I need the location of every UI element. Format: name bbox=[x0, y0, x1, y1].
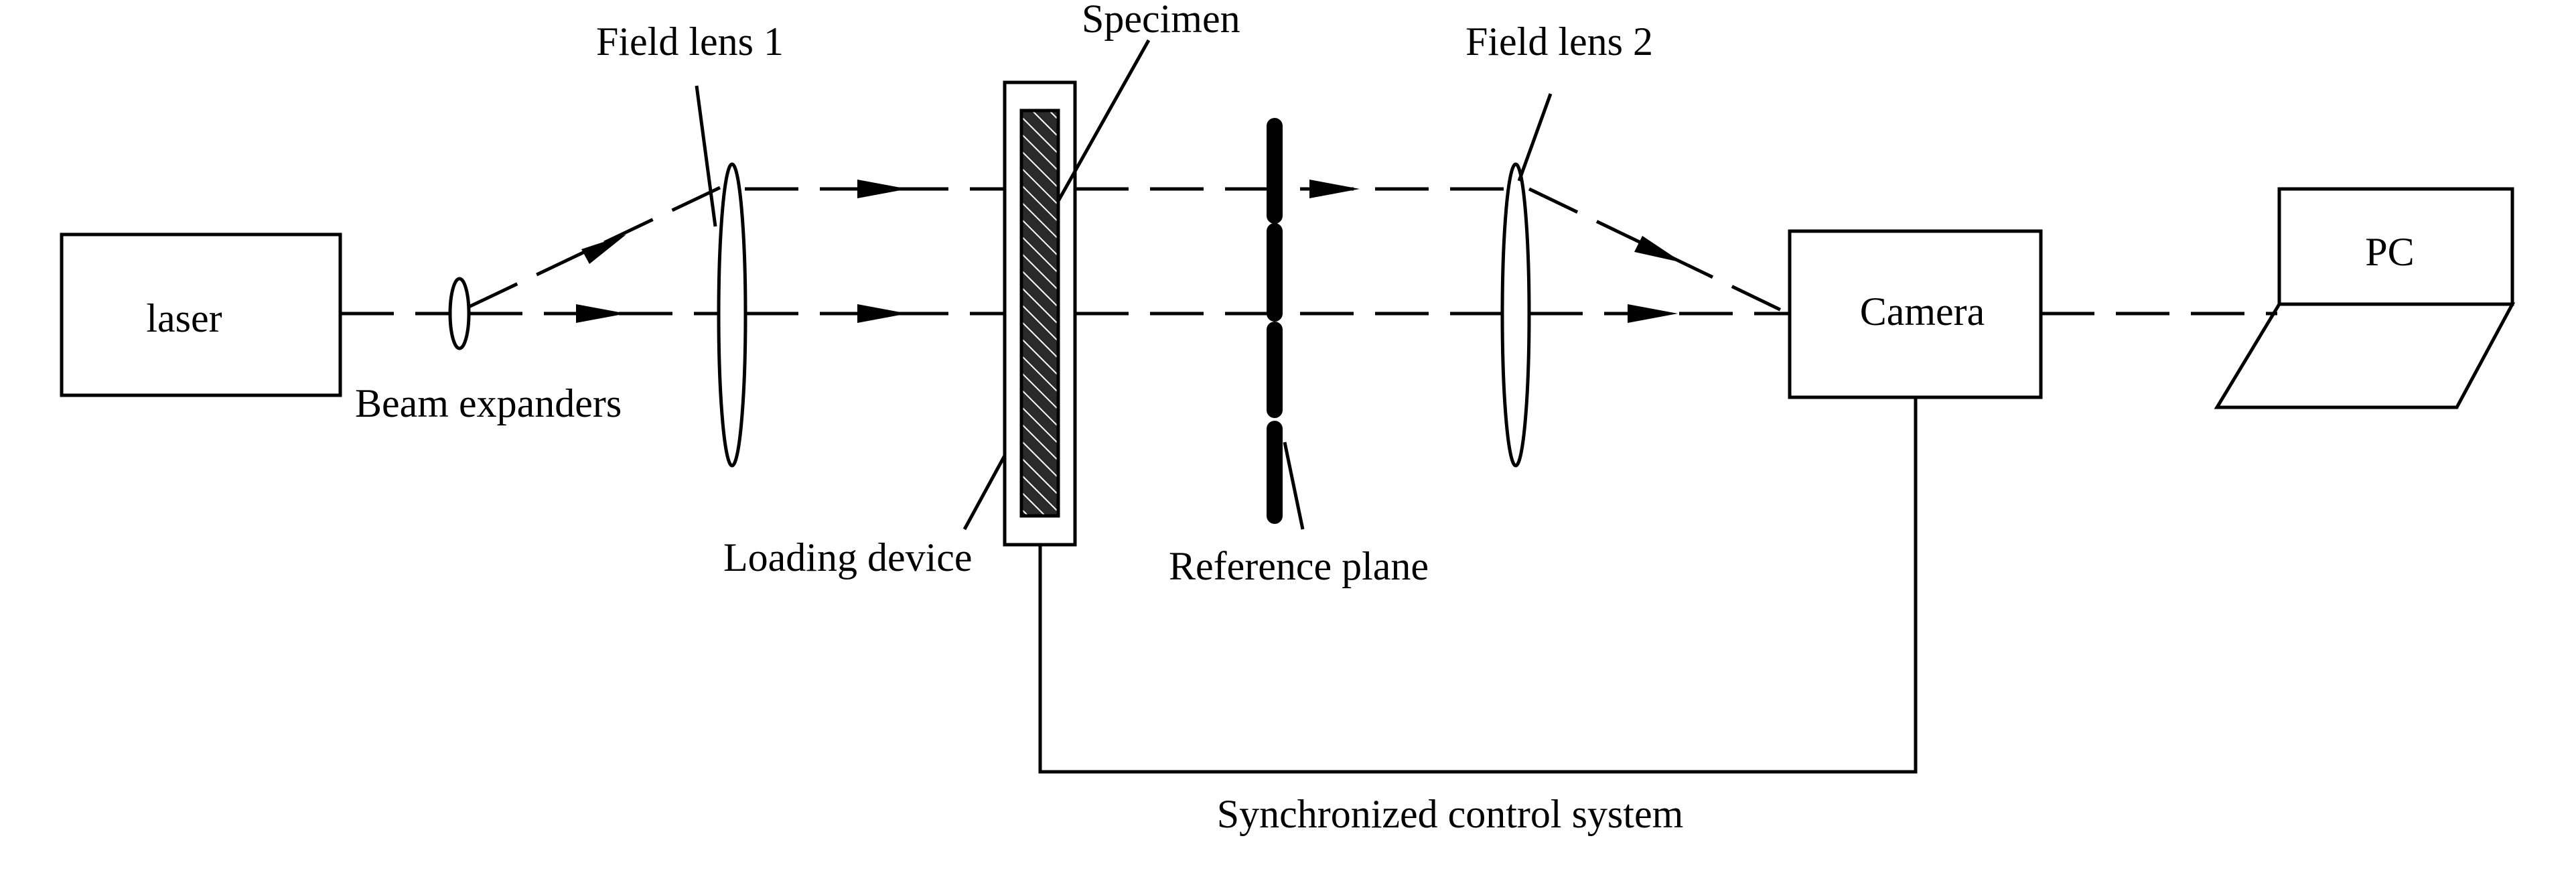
arrow-converging bbox=[1634, 236, 1683, 263]
beam-expanders-label: Beam expanders bbox=[355, 381, 622, 425]
pc-keyboard bbox=[2214, 302, 2516, 409]
field-lens-2-label: Field lens 2 bbox=[1465, 19, 1653, 64]
specimen-leader bbox=[1056, 39, 1151, 202]
arrow-lower-2 bbox=[1628, 304, 1678, 323]
loading-device-label: Loading device bbox=[723, 535, 973, 580]
field-lens-1-label: Field lens 1 bbox=[596, 19, 784, 64]
field-lens-1-leader bbox=[695, 85, 717, 227]
synchronized-control-system-label: Synchronized control system bbox=[1217, 792, 1684, 836]
field-lens-2 bbox=[1500, 162, 1531, 468]
beam-converging-upper bbox=[1528, 187, 1790, 316]
arrow-diverging-upper bbox=[581, 234, 626, 264]
specimen bbox=[1019, 109, 1060, 518]
pc-label: PC bbox=[2365, 230, 2414, 274]
arrow-axis-1 bbox=[576, 304, 626, 323]
arrow-lower-1 bbox=[857, 304, 908, 323]
loading-device-leader bbox=[962, 454, 1007, 531]
field-lens-1 bbox=[717, 162, 747, 468]
reference-plane-leader bbox=[1283, 442, 1305, 530]
reference-plane-label: Reference plane bbox=[1169, 544, 1429, 588]
camera-label: Camera bbox=[1860, 289, 1985, 334]
beam-diverging-upper bbox=[468, 186, 721, 309]
arrow-upper-1 bbox=[857, 180, 908, 198]
specimen-label: Specimen bbox=[1082, 0, 1240, 41]
laser-label: laser bbox=[146, 296, 222, 340]
arrow-upper-2 bbox=[1309, 180, 1360, 198]
beam-expander-lens bbox=[448, 277, 471, 350]
field-lens-2-leader bbox=[1517, 93, 1553, 182]
sync-control-wiring bbox=[1038, 397, 1918, 774]
